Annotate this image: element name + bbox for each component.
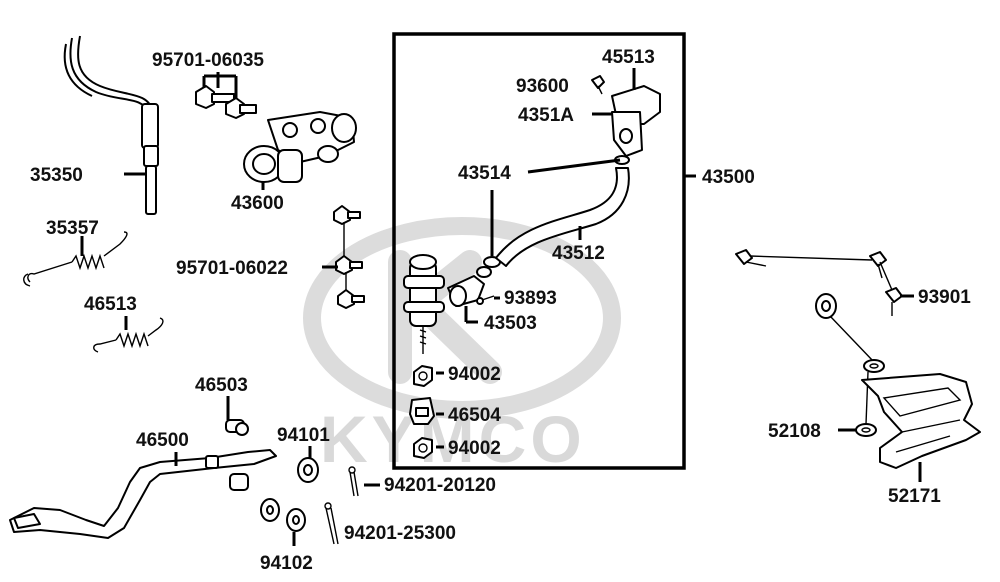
part-94002-nut-lower[interactable]: [413, 437, 433, 459]
part-43512-hose[interactable]: [495, 167, 630, 267]
label-35357[interactable]: 35357: [46, 218, 99, 239]
part-52108-washers[interactable]: [815, 293, 885, 437]
group-box-43500: [392, 32, 686, 470]
part-93893-screw[interactable]: [476, 295, 495, 305]
label-95701-06022[interactable]: 95701-06022: [176, 258, 288, 279]
label-93600[interactable]: 93600: [516, 76, 569, 97]
label-94102[interactable]: 94102: [260, 553, 313, 574]
label-93901[interactable]: 93901: [918, 287, 971, 308]
label-93893[interactable]: 93893: [504, 288, 557, 309]
part-94002-nut-upper[interactable]: [413, 365, 433, 387]
label-43503[interactable]: 43503: [484, 313, 537, 334]
label-94201-25300[interactable]: 94201-25300: [344, 523, 456, 544]
label-46513[interactable]: 46513: [84, 294, 137, 315]
label-94201-20120[interactable]: 94201-20120: [384, 475, 496, 496]
part-46513-spring[interactable]: [93, 317, 164, 353]
label-94101[interactable]: 94101: [277, 425, 330, 446]
part-43600-valve[interactable]: [243, 111, 357, 183]
part-46504-clevis[interactable]: [409, 397, 435, 425]
label-94002-lower[interactable]: 94002: [448, 438, 501, 459]
label-46503[interactable]: 46503: [195, 375, 248, 396]
part-94101-washer[interactable]: [297, 457, 319, 483]
part-43514-clamp[interactable]: [483, 155, 630, 268]
part-46500-pedal[interactable]: [9, 449, 277, 539]
label-35350[interactable]: 35350: [30, 165, 83, 186]
watermark-logo: KYMCO: [303, 217, 621, 476]
label-46504[interactable]: 46504: [448, 405, 501, 426]
label-94002-upper[interactable]: 94002: [448, 364, 501, 385]
label-43600[interactable]: 43600: [231, 193, 284, 214]
part-52171-bracket[interactable]: [861, 373, 981, 469]
label-4351A[interactable]: 4351A: [518, 105, 574, 126]
label-43512[interactable]: 43512: [552, 243, 605, 264]
part-94201-25300-pin[interactable]: [324, 502, 339, 545]
part-94102-washers[interactable]: [260, 498, 306, 532]
part-95701-06022-bolts[interactable]: [333, 205, 365, 309]
part-95701-06035-bolts[interactable]: [195, 85, 257, 119]
part-93600-screw[interactable]: [591, 75, 605, 95]
part-35357-spring[interactable]: [23, 231, 128, 287]
label-43500[interactable]: 43500: [702, 167, 755, 188]
label-95701-06035[interactable]: 95701-06035: [152, 50, 264, 71]
part-94201-20120-pin[interactable]: [348, 466, 359, 497]
part-93901-screws[interactable]: [735, 249, 903, 316]
label-46500[interactable]: 46500: [136, 430, 189, 451]
part-45513-master-cylinder[interactable]: [611, 85, 661, 157]
label-43514[interactable]: 43514: [458, 163, 511, 184]
part-35350-cable[interactable]: [63, 35, 159, 215]
label-52171[interactable]: 52171: [888, 486, 941, 507]
watermark-text: KYMCO: [320, 402, 586, 476]
part-brake-pump-body[interactable]: [403, 254, 445, 354]
part-46503-pin[interactable]: [225, 419, 249, 436]
part-43503-fitting[interactable]: [447, 266, 492, 307]
label-45513[interactable]: 45513: [602, 47, 655, 68]
label-52108[interactable]: 52108: [768, 421, 821, 442]
